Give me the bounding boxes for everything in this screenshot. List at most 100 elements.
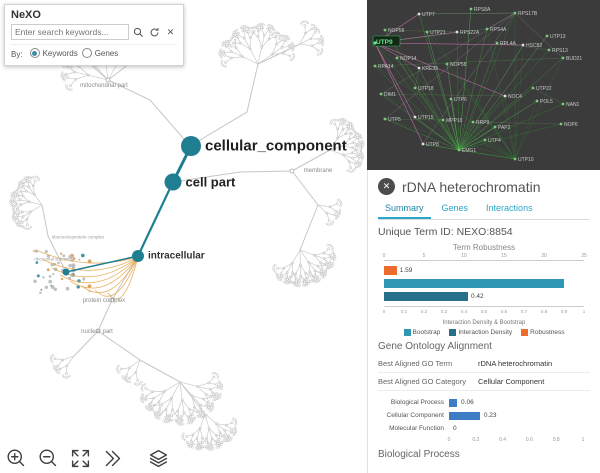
gene-node[interactable] xyxy=(471,120,475,124)
gene-label[interactable]: UTP4 xyxy=(488,138,501,144)
gene-node[interactable] xyxy=(413,115,417,119)
go-category-label: Cellular Component xyxy=(386,412,444,419)
search-icon[interactable] xyxy=(132,26,145,39)
fit-to-screen-button[interactable] xyxy=(70,448,91,469)
gene-node[interactable] xyxy=(521,43,525,47)
gene-label[interactable]: PAP2 xyxy=(498,125,511,131)
gene-node[interactable] xyxy=(417,66,421,70)
gene-node[interactable] xyxy=(493,125,497,129)
gene-node[interactable] xyxy=(483,138,487,142)
ontology-node[interactable] xyxy=(132,250,144,262)
graph-toolbar xyxy=(6,448,169,469)
reset-icon[interactable] xyxy=(148,26,161,39)
gene-label[interactable]: UTP10 xyxy=(518,157,534,163)
legend-swatch xyxy=(521,329,529,336)
search-mode-keywords[interactable]: Keywords xyxy=(29,48,78,58)
gene-label[interactable]: UTP13 xyxy=(550,34,566,40)
expand-all-button[interactable] xyxy=(102,448,123,469)
gene-label[interactable]: NOC4 xyxy=(508,94,522,100)
gene-label[interactable]: RPS8A xyxy=(474,7,491,13)
gene-label[interactable]: BUD21 xyxy=(566,56,582,62)
layers-button[interactable] xyxy=(148,448,169,469)
gene-label[interactable]: NOP56 xyxy=(388,28,405,34)
gene-label[interactable]: UTP8 xyxy=(426,142,439,148)
gene-node[interactable] xyxy=(421,142,425,146)
gene-label[interactable]: UTP18 xyxy=(418,86,434,92)
gene-node[interactable] xyxy=(413,86,417,90)
gene-node[interactable] xyxy=(425,30,429,34)
tab-interactions[interactable]: Interactions xyxy=(486,203,533,213)
gene-label[interactable]: UTP9 xyxy=(376,39,393,46)
ontology-tree-canvas[interactable] xyxy=(0,0,367,473)
ontology-node[interactable] xyxy=(181,136,201,156)
interaction-network-panel[interactable]: UTP7 RPS8A RPS17B NOP56 UTP21 RPS22A RPS4A UTP1… xyxy=(367,0,600,170)
gene-label[interactable]: RPS4A xyxy=(490,27,507,33)
search-mode-genes[interactable]: Genes xyxy=(81,48,118,58)
axis-tick: 0.8 xyxy=(552,437,560,443)
gene-label[interactable]: RRP9 xyxy=(476,120,490,126)
highlighted-gene-box[interactable] xyxy=(372,35,401,47)
gene-label[interactable]: UTP21 xyxy=(430,30,446,36)
gene-node[interactable] xyxy=(449,97,453,101)
gene-label[interactable]: UTP15 xyxy=(418,115,434,121)
gene-label[interactable]: NOP14 xyxy=(400,56,417,62)
gene-node[interactable] xyxy=(417,12,421,16)
gene-label[interactable]: NAN1 xyxy=(566,102,580,108)
tab-summary[interactable]: Summary xyxy=(378,200,431,219)
top-axis xyxy=(384,260,584,261)
gene-interaction-network[interactable]: UTP7 RPS8A RPS17B NOP56 UTP21 RPS22A RPS4A UTP1… xyxy=(367,0,600,170)
zoom-in-button[interactable] xyxy=(6,448,27,469)
gene-label[interactable]: MPP10 xyxy=(446,118,463,124)
gene-node[interactable] xyxy=(547,48,551,52)
gene-node[interactable] xyxy=(395,56,399,60)
gene-node[interactable] xyxy=(455,30,459,34)
gene-node[interactable] xyxy=(445,62,449,66)
gene-node[interactable] xyxy=(441,118,445,122)
gene-node[interactable] xyxy=(379,92,383,96)
gene-node[interactable] xyxy=(545,34,549,38)
zoom-out-button[interactable] xyxy=(38,448,59,469)
gene-node[interactable] xyxy=(535,99,539,103)
gene-label[interactable]: UTP7 xyxy=(422,12,435,18)
gene-node[interactable] xyxy=(561,56,565,60)
gene-node[interactable] xyxy=(495,41,499,45)
gene-label[interactable]: POL5 xyxy=(540,99,553,105)
gene-node[interactable] xyxy=(503,94,507,98)
gene-label[interactable]: NOP6 xyxy=(564,122,578,128)
axis-tick: 0.5 xyxy=(480,309,488,314)
gene-node[interactable] xyxy=(531,86,535,90)
gene-label[interactable]: HSC82 xyxy=(526,43,542,49)
clear-icon[interactable]: ✕ xyxy=(166,26,175,37)
gene-node[interactable] xyxy=(457,148,461,152)
gene-label[interactable]: KRE33 xyxy=(422,66,438,72)
gene-label[interactable]: UTP6 xyxy=(454,97,467,103)
gene-node[interactable] xyxy=(469,7,473,11)
gene-label[interactable]: UTP22 xyxy=(536,86,552,92)
gene-label[interactable]: RPA14 xyxy=(378,64,394,70)
close-icon[interactable]: ✕ xyxy=(378,178,395,195)
legend-item-robustness: Robustness xyxy=(521,329,565,336)
gene-node[interactable] xyxy=(373,64,377,68)
gene-label[interactable]: RPS13 xyxy=(552,48,568,54)
ontology-node[interactable] xyxy=(164,173,182,191)
gene-node[interactable] xyxy=(485,27,489,31)
gene-node[interactable] xyxy=(513,157,517,161)
search-input[interactable] xyxy=(11,24,129,40)
gene-label[interactable]: RPS22A xyxy=(460,30,480,36)
gene-node[interactable] xyxy=(383,117,387,121)
axis-tick: 0.8 xyxy=(540,309,548,314)
tab-genes[interactable]: Genes xyxy=(441,203,469,213)
gene-node[interactable] xyxy=(513,11,517,15)
gene-label[interactable]: RPL4A xyxy=(500,41,517,47)
gene-label[interactable]: DIM1 xyxy=(384,92,396,98)
gene-label[interactable]: EMG1 xyxy=(462,148,476,154)
gene-label[interactable]: RPS17B xyxy=(518,11,538,17)
gene-node[interactable] xyxy=(559,122,563,126)
gene-label[interactable]: UTP5 xyxy=(388,117,401,123)
gene-node[interactable] xyxy=(383,28,387,32)
gene-node[interactable] xyxy=(561,102,565,106)
gene-label[interactable]: NOP58 xyxy=(450,62,467,68)
